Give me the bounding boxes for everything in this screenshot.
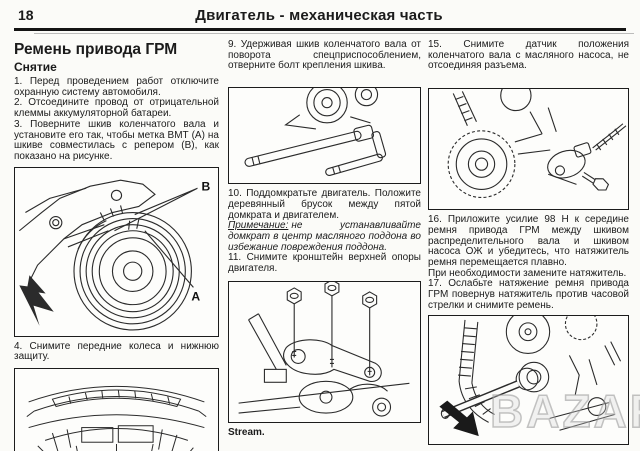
step-3: 3. Поверните шкив коленчатого вала и уст…	[14, 118, 219, 162]
header-rule-shadow	[34, 33, 634, 34]
figure-crank-position-sensor	[428, 88, 629, 211]
page-header: 18 Двигатель - механическая часть	[14, 7, 624, 29]
figure-crankshaft-pulley-marks: B A	[14, 166, 219, 337]
figure-holding-tools	[228, 87, 421, 185]
page-number: 18	[18, 7, 34, 23]
front-underbody-drawing	[26, 385, 207, 451]
note-label: Примечание:	[228, 220, 289, 232]
step-10: 10. Поддомкратьте двигатель. Положите де…	[228, 188, 421, 221]
figure-label-a: A	[191, 289, 200, 303]
step-4: 4. Снимите передние колеса и нижнюю защи…	[14, 340, 219, 363]
special-tools-drawing	[244, 88, 387, 177]
figure-label-b: B	[202, 179, 211, 193]
step-1: 1. Перед проведением работ отключите охр…	[14, 76, 219, 98]
step-2: 2. Отсоедините провод от отрицательной к…	[14, 97, 219, 120]
figure-belt-tensioner-release	[428, 315, 629, 446]
note: Примечание:не устанавливайте домкрат в ц…	[228, 220, 421, 253]
section-title: Ремень привода ГРМ	[14, 41, 178, 58]
step-16: 16. Приложите усилие 98 Н к середине рем…	[428, 214, 629, 268]
step-16b: При необходимости замените натяжитель.	[428, 267, 627, 279]
step-11: 11. Снимите кронштейн верхней опоры двиг…	[228, 252, 421, 275]
engine-mount-drawing	[238, 281, 410, 417]
figure-front-underbody	[14, 368, 219, 451]
step-17: 17. Ослабьте натяжение ремня привода ГРМ…	[428, 278, 629, 311]
caption-cutoff: Stream.	[228, 426, 265, 438]
subsection-title: Снятие	[14, 60, 57, 74]
header-rule	[14, 28, 626, 31]
page-title: Двигатель - механическая часть	[195, 7, 443, 24]
column-right: 15. Снимите датчик положения коленчатого…	[428, 39, 629, 446]
tensioner-wrench-drawing	[439, 316, 622, 437]
column-left: Ремень привода ГРМ Снятие 1. Перед прове…	[14, 40, 219, 451]
column-middle: 9. Удерживая шкив коленчатого вала от по…	[228, 39, 421, 438]
note-text: не устанавливайте домкрат в центр маслян…	[228, 220, 421, 253]
step-15: 15. Снимите датчик положения коленчатого…	[428, 39, 629, 72]
crankshaft-pulley-drawing: B A	[18, 179, 211, 331]
figure-engine-mount-bracket	[228, 280, 421, 423]
step-9: 9. Удерживая шкив коленчатого вала от по…	[228, 39, 421, 72]
crank-sensor-drawing	[447, 89, 627, 199]
